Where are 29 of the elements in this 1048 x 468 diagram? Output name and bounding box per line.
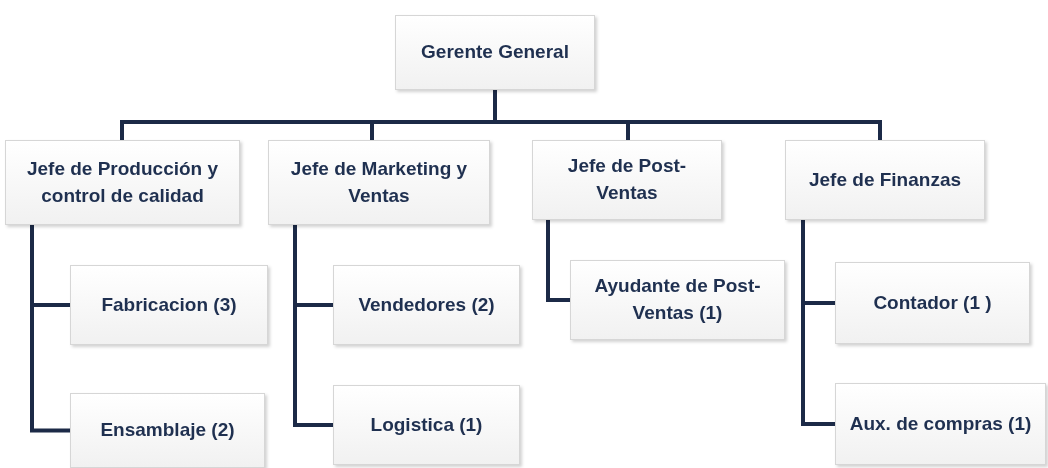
connector-line (293, 225, 333, 427)
org-box (570, 260, 785, 340)
connector-line (546, 220, 570, 302)
org-box (835, 383, 1046, 465)
role-label: Jefe de Marketing y Ventas (289, 156, 469, 208)
org-box (70, 265, 268, 345)
org-box (532, 140, 722, 220)
org-box (5, 140, 240, 225)
role-label: Gerente General (420, 40, 570, 65)
org-box (70, 393, 265, 468)
org-box (333, 385, 520, 465)
connector-line (493, 90, 882, 140)
org-box (333, 265, 520, 345)
role-label: Jefe de Producción y control de calidad (25, 156, 220, 208)
role-label: Contador (1 ) (872, 290, 993, 315)
role-label: Logistica (1) (369, 412, 484, 437)
connector-line (30, 225, 70, 433)
connector-line (801, 220, 835, 426)
org-box (835, 262, 1030, 344)
org-box (785, 140, 985, 220)
org-box (268, 140, 490, 225)
org-box (395, 15, 595, 90)
role-label: Ensamblaje (2) (99, 418, 236, 443)
role-label: Fabricacion (3) (100, 292, 238, 317)
role-label: Jefe de Post-Ventas (566, 154, 688, 205)
role-label: Jefe de Finanzas (807, 167, 963, 192)
role-label: Ayudante de Post-Ventas (1) (593, 274, 762, 325)
role-label: Vendedores (2) (357, 292, 496, 317)
role-label: Aux. de compras (1) (848, 411, 1033, 436)
